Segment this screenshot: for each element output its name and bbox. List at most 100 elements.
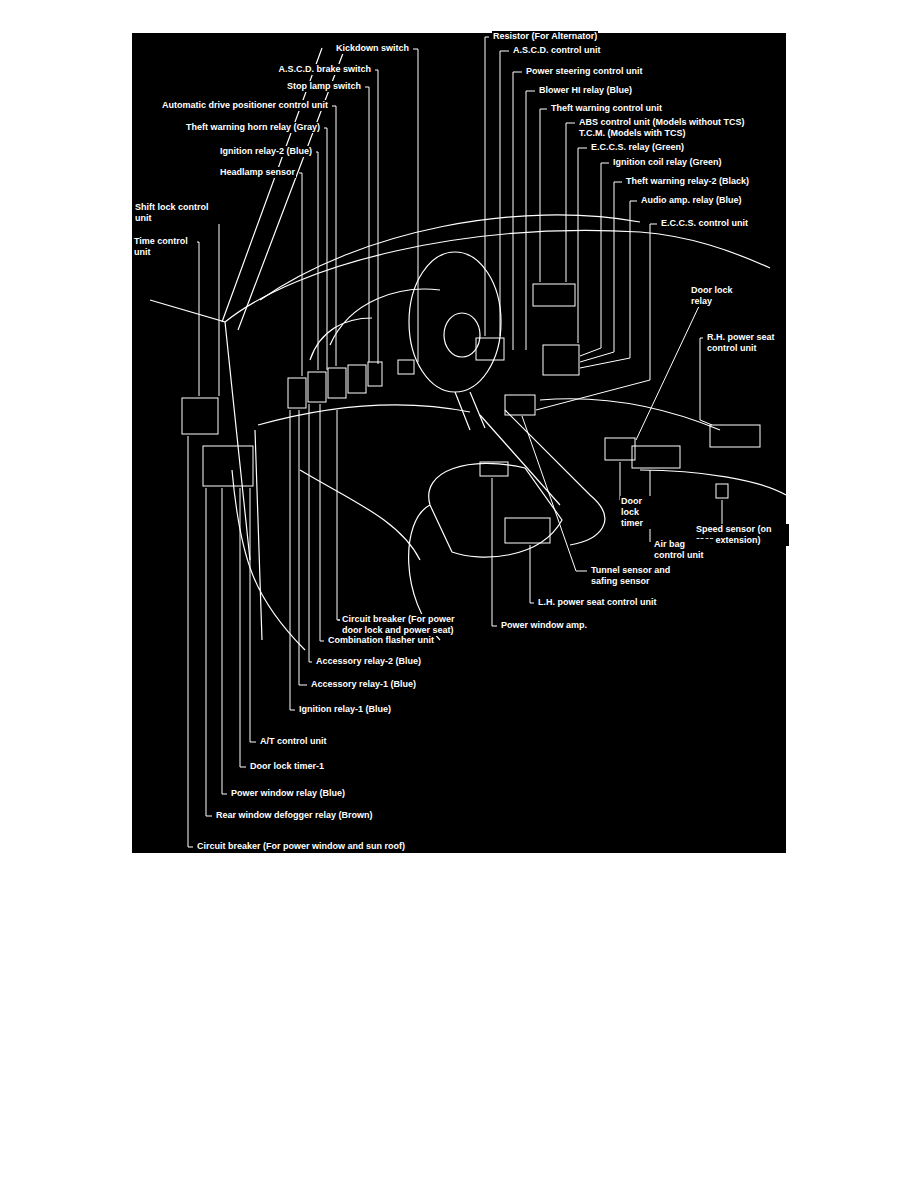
- part-label: Door lock relay: [690, 285, 736, 307]
- leader-line: [332, 106, 336, 366]
- leader-line: [636, 304, 700, 440]
- leader-line: [193, 242, 199, 396]
- part-label: Door lock timer: [620, 496, 662, 529]
- theft-control-unit: [533, 284, 575, 306]
- leader-line: [526, 91, 535, 350]
- part-label: Time control unit: [133, 236, 197, 258]
- part-label: Kickdown switch: [335, 43, 410, 54]
- part-label: T.C.M. (Models with TCS): [578, 128, 687, 139]
- part-label: A.S.C.D. brake switch: [277, 64, 372, 75]
- components: [182, 284, 760, 543]
- eccs-unit: [505, 395, 535, 415]
- leader-line: [375, 70, 378, 364]
- leader-line: [620, 462, 621, 500]
- part-label: Combination flasher unit: [327, 635, 435, 646]
- relay-left-b: [308, 372, 326, 402]
- part-label: Door lock timer-1: [249, 761, 325, 772]
- floor-line: [300, 470, 786, 560]
- part-label: E.C.C.S. control unit: [660, 218, 749, 229]
- part-label: Accessory relay-1 (Blue): [310, 679, 417, 690]
- lh-seat-unit: [505, 518, 550, 543]
- part-label: ABS control unit (Models without TCS): [578, 117, 745, 128]
- leader-line: [578, 148, 587, 343]
- leader-line: [485, 37, 489, 336]
- leader-line: [250, 488, 256, 742]
- leader-line: [540, 109, 547, 282]
- leader-line: [214, 208, 219, 396]
- part-label: Blower HI relay (Blue): [538, 85, 633, 96]
- leader-line: [324, 128, 327, 370]
- leader-line: [513, 72, 522, 350]
- relay-block-a: [182, 398, 218, 434]
- part-label: Stop lamp switch: [286, 81, 362, 92]
- leader-line: [222, 488, 227, 794]
- door-panel: [150, 300, 305, 650]
- leader-line: [492, 478, 497, 626]
- small-relay: [398, 360, 414, 374]
- leader-line: [316, 152, 318, 370]
- relay-left-d: [348, 365, 366, 393]
- leader-line: [500, 51, 509, 336]
- power-window-amp: [480, 462, 508, 476]
- part-label: E.C.C.S. relay (Green): [590, 142, 685, 153]
- rh-seat-unit: [710, 425, 760, 447]
- part-label: Circuit breaker (For power window and su…: [196, 841, 406, 852]
- part-label: Tunnel sensor and safing sensor: [590, 565, 677, 587]
- relay-left-e: [368, 362, 382, 386]
- dash-top: [225, 230, 770, 322]
- relay-left-a: [288, 378, 306, 408]
- leader-line: [299, 410, 307, 685]
- leader-line: [290, 410, 295, 710]
- relay-block-b: [203, 446, 253, 486]
- part-label: Resistor (For Alternator): [492, 31, 598, 42]
- leader-line: [188, 436, 193, 847]
- steering-column: [455, 392, 485, 430]
- part-label: Power window amp.: [500, 620, 588, 631]
- leader-line: [337, 410, 340, 620]
- relay-left-c: [328, 368, 346, 398]
- door-lock-timer: [605, 438, 635, 460]
- instrument-hood: [310, 289, 440, 360]
- part-label: A.S.C.D. control unit: [512, 45, 602, 56]
- windshield: [260, 215, 640, 300]
- leader-line: [580, 182, 622, 362]
- part-label: Theft warning control unit: [550, 103, 663, 114]
- part-label: Ignition coil relay (Green): [612, 157, 723, 168]
- part-label: A/T control unit: [259, 736, 328, 747]
- leader-line: [536, 224, 657, 410]
- part-label: Ignition relay-2 (Blue): [219, 146, 313, 157]
- part-label: Headlamp sensor: [219, 167, 296, 178]
- part-label: L.H. power seat control unit: [537, 597, 658, 608]
- relay-cluster-right: [543, 345, 579, 375]
- leader-line: [566, 123, 575, 282]
- steering-wheel: [409, 252, 501, 392]
- leader-line: [299, 173, 302, 376]
- steering-hub: [444, 313, 480, 357]
- part-label: R.H. power seat control unit: [706, 332, 778, 354]
- speed-sensor: [716, 484, 728, 498]
- leader-line: [309, 404, 312, 662]
- leader-line: [320, 404, 324, 641]
- part-label: Rear window defogger relay (Brown): [215, 810, 374, 821]
- part-label: Theft warning horn relay (Gray): [185, 122, 321, 133]
- part-label: Circuit breaker (For power door lock and…: [341, 614, 463, 636]
- part-label: Accessory relay-2 (Blue): [315, 656, 422, 667]
- leader-line: [365, 87, 369, 362]
- part-label: Air bag control unit: [653, 539, 715, 561]
- console: [480, 410, 605, 545]
- leader-line: [522, 416, 587, 571]
- part-label: Theft warning relay-2 (Black): [625, 176, 750, 187]
- leader-line: [530, 545, 534, 603]
- airbag-unit: [632, 446, 680, 468]
- leader-line: [206, 488, 212, 816]
- leader-line: [413, 49, 418, 362]
- part-label: Power window relay (Blue): [230, 788, 346, 799]
- resistor: [476, 338, 504, 360]
- part-label: Power steering control unit: [525, 66, 644, 77]
- part-label: Ignition relay-1 (Blue): [298, 704, 392, 715]
- part-label: Shift lock control unit: [134, 202, 224, 224]
- leader-line: [580, 163, 609, 356]
